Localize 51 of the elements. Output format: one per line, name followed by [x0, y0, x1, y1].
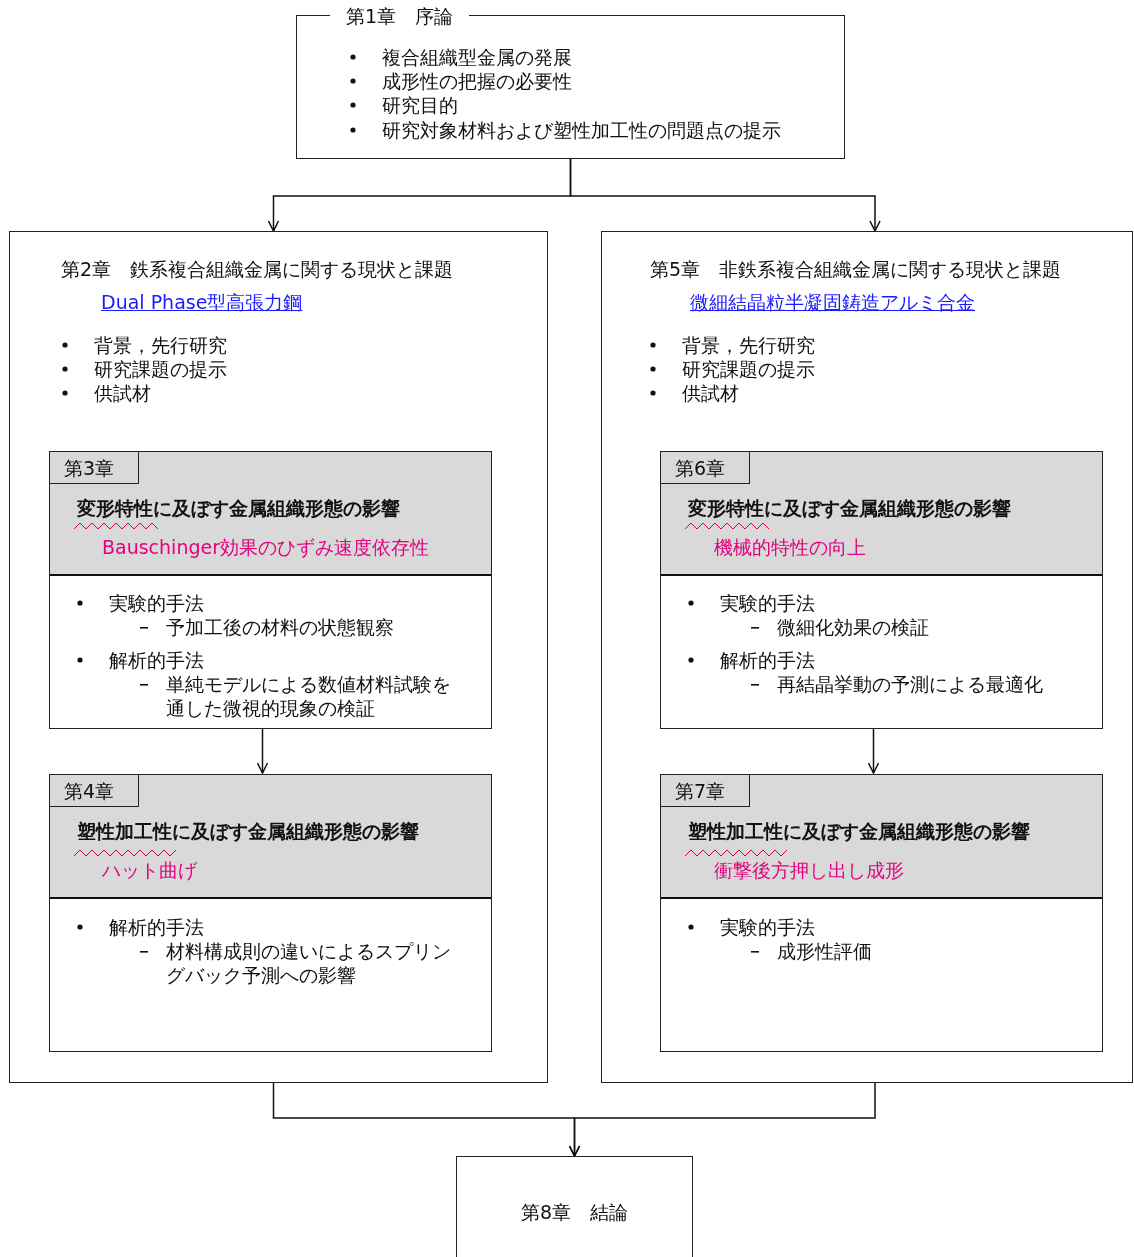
- chapter-subtitle: 機械的特性の向上: [714, 535, 866, 559]
- chapter-box: [49, 451, 492, 729]
- arrow: [256, 727, 269, 774]
- chapter-tab: 第4章: [50, 775, 139, 807]
- sub-item-text: 再結晶挙動の予測による最適化: [777, 672, 1044, 696]
- chapter-box: [49, 774, 492, 1052]
- bullet-text: 研究対象材料および塑性加工性の問題点の提示: [382, 118, 781, 142]
- chapter-box: [660, 451, 1103, 729]
- chapter-subtitle: Bauschinger効果のひずみ速度依存性: [102, 535, 429, 559]
- bullet-text: 成形性の把握の必要性: [382, 69, 572, 93]
- bullet-text: 解析的手法: [109, 648, 204, 672]
- bullet-text: 実験的手法: [720, 915, 815, 939]
- bullet-text: 研究課題の提示: [682, 357, 815, 381]
- chapter-title: 第1章 序論: [330, 4, 470, 28]
- bullet-text: 解析的手法: [109, 915, 204, 939]
- chapter-heading: 塑性加工性に及ぼす金属組織形態の影響: [77, 819, 419, 843]
- sub-item-text: 単純モデルによる数値材料試験を通した微視的現象の検証: [166, 672, 452, 720]
- chapter-tab: 第6章: [661, 452, 750, 484]
- bullet-text: 実験的手法: [109, 591, 204, 615]
- bullet-text: 供試材: [682, 381, 739, 405]
- chapter-heading: 塑性加工性に及ぼす金属組織形態の影響: [688, 819, 1030, 843]
- chapter-heading: 変形特性に及ぼす金属組織形態の影響: [77, 496, 400, 520]
- chapter-title: 第5章 非鉄系複合組織金属に関する現状と課題: [650, 257, 1062, 281]
- chapter-tab: 第7章: [661, 775, 750, 807]
- sub-item-text: 微細化効果の検証: [777, 615, 929, 639]
- bullet-text: 供試材: [94, 381, 151, 405]
- bullet-text: 背景，先行研究: [682, 333, 815, 357]
- arrow: [569, 158, 881, 232]
- arrow: [568, 1082, 876, 1157]
- sub-item-text: 予加工後の材料の状態観察: [166, 615, 394, 639]
- subject-link: 微細結晶粒半凝固鋳造アルミ合金: [690, 290, 975, 314]
- chapter-subtitle: 衝撃後方押し出し成形: [714, 858, 904, 882]
- sub-item-text: 材料構成則の違いによるスプリングバック予測への影響: [166, 939, 452, 987]
- sub-item-text: 成形性評価: [777, 939, 873, 963]
- bullet-text: 研究課題の提示: [94, 357, 227, 381]
- chapter-heading: 変形特性に及ぼす金属組織形態の影響: [688, 496, 1011, 520]
- chapter-tab: 第3章: [50, 452, 139, 484]
- chapter-subtitle: ハット曲げ: [102, 858, 197, 882]
- bullet-text: 解析的手法: [720, 648, 815, 672]
- bullet-text: 研究目的: [382, 93, 458, 117]
- chapter-box: [660, 774, 1103, 1052]
- section-box: [601, 231, 1133, 1083]
- chapter-title: 第8章 結論: [519, 1200, 630, 1224]
- arrow: [867, 727, 880, 774]
- bullet-text: 複合組織型金属の発展: [382, 45, 572, 69]
- bullet-text: 背景，先行研究: [94, 333, 227, 357]
- subject-link: Dual Phase型高張力鋼: [101, 290, 303, 314]
- section-box: [9, 231, 548, 1083]
- section-box: [456, 1156, 693, 1257]
- chapter-title: 第2章 鉄系複合組織金属に関する現状と課題: [61, 257, 454, 281]
- bullet-text: 実験的手法: [720, 591, 815, 615]
